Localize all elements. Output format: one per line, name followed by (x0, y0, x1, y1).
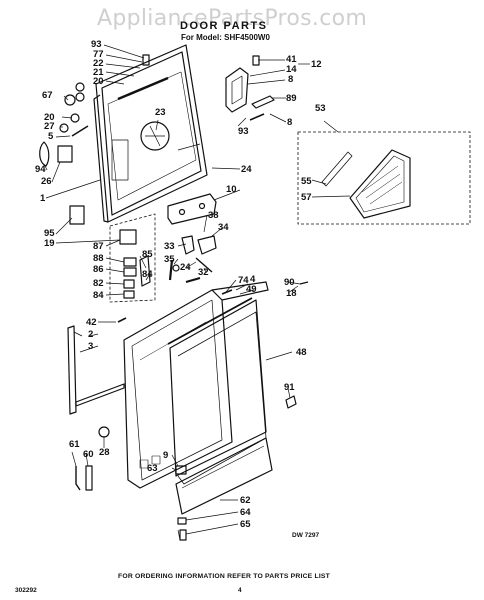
switch-parts (119, 229, 151, 299)
part-label: 93 (91, 39, 102, 50)
part-label: 5 (48, 131, 54, 142)
part-label: 84 (142, 269, 153, 280)
part-label: 53 (315, 103, 326, 114)
part-label: 20 (93, 76, 104, 87)
part-label: 65 (240, 519, 251, 530)
leader-lines (43, 44, 351, 541)
part-label: 20 (44, 112, 55, 123)
part-label: 95 (44, 228, 55, 239)
part-label: 90 (284, 277, 295, 288)
drawing-code: DW 7297 (292, 532, 320, 539)
part-label: 21 (93, 67, 104, 78)
small-parts (75, 277, 309, 541)
part-label: 48 (296, 347, 307, 358)
part-label: 84 (93, 290, 104, 301)
part-label: 60 (83, 449, 94, 460)
part-label: 10 (226, 184, 237, 195)
part-label: 3 (88, 341, 94, 352)
part-label: 82 (93, 278, 104, 289)
part-label: 4 (250, 274, 256, 285)
part-label: 1 (40, 193, 46, 204)
hinge-parts (168, 235, 217, 281)
part-label: 9 (163, 450, 169, 461)
model-line: For Model: SHF4500W0 (181, 33, 270, 42)
part-label: 86 (93, 264, 104, 275)
part-label: 33 (164, 241, 175, 252)
part-label: 93 (238, 126, 249, 137)
latch-assembly (225, 55, 275, 121)
left-hardware (39, 54, 150, 225)
part-label: 35 (164, 254, 175, 265)
toe-panel-62 (175, 437, 273, 515)
part-label: 2 (88, 329, 94, 340)
dispenser-parts (321, 149, 411, 219)
part-label: 28 (99, 447, 110, 458)
part-label: 12 (311, 59, 322, 70)
part-label: 61 (69, 439, 80, 450)
part-label: 42 (86, 317, 97, 328)
part-label: 24 (241, 164, 252, 175)
part-label: 8 (288, 74, 294, 85)
watermark-text: AppliancePartsPros.com (97, 6, 368, 31)
page-code: 302292 (15, 587, 37, 594)
part-label: 63 (147, 463, 158, 474)
part-label: 26 (41, 176, 52, 187)
part-label: 19 (44, 238, 55, 249)
part-label: 87 (93, 241, 104, 252)
part-label: 89 (286, 93, 297, 104)
part-label: 49 (246, 284, 257, 295)
part-label: 85 (142, 249, 153, 260)
part-label: 62 (240, 495, 251, 506)
part-label: 91 (284, 382, 295, 393)
part-label: 94 (35, 164, 46, 175)
part-label: 77 (93, 49, 104, 60)
part-label: 88 (93, 253, 104, 264)
part-label: 8 (287, 117, 293, 128)
switch-group (109, 213, 156, 303)
part-label: 41 (286, 54, 297, 65)
part-label: 18 (286, 288, 297, 299)
part-label: 57 (301, 192, 312, 203)
outer-door-panel (123, 281, 269, 489)
part-label: 55 (301, 176, 312, 187)
door-panel-48 (167, 297, 267, 485)
ordering-footer: FOR ORDERING INFORMATION REFER TO PARTS … (118, 573, 331, 580)
part-label: 24 (180, 262, 191, 273)
part-label: 64 (240, 507, 251, 518)
part-label: 27 (44, 121, 55, 132)
part-label: 74 (238, 275, 249, 286)
part-label: 23 (155, 107, 166, 118)
part-label: 22 (93, 58, 104, 69)
trim-strip (67, 325, 125, 415)
part-label: 32 (198, 267, 209, 278)
inner-door-panel (93, 44, 208, 223)
part-label: 14 (286, 64, 297, 75)
diagram-title: DOOR PARTS (180, 20, 268, 32)
dispenser-group (297, 131, 471, 225)
part-label: 34 (218, 222, 229, 233)
part-label: 38 (208, 210, 219, 221)
part-label: 67 (42, 90, 53, 101)
bracket-10 (167, 193, 217, 225)
page-number: 4 (238, 587, 242, 594)
